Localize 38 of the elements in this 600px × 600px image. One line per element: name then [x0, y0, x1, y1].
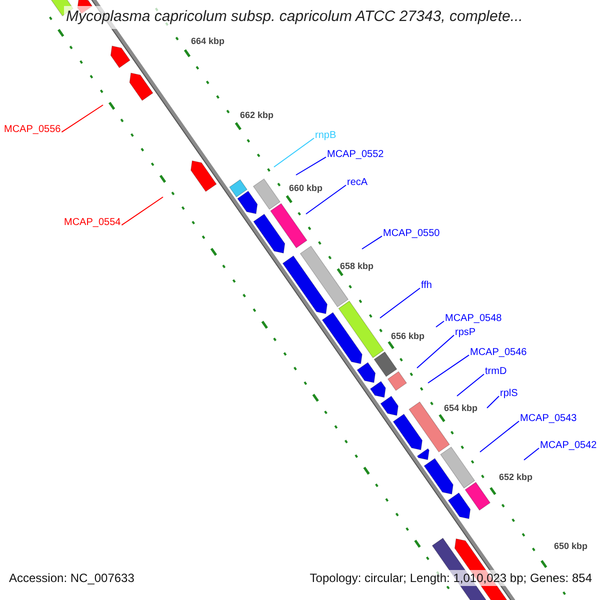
gene-label: MCAP_0548 — [445, 312, 502, 325]
leader-line — [362, 236, 382, 250]
tick-label: 656 kbp — [391, 331, 425, 342]
tick-label: 654 kbp — [444, 403, 478, 414]
leader-line — [61, 104, 104, 133]
leader-line — [306, 184, 346, 214]
gene-label: MCAP_0542 — [540, 439, 597, 452]
gene-label: trmD — [485, 365, 507, 378]
leader-line — [416, 334, 454, 368]
gene-label: ffh — [421, 279, 432, 292]
gene-label: MCAP_0552 — [327, 148, 384, 161]
gene-label: rplS — [500, 387, 518, 400]
gene-label: MCAP_0556 — [4, 123, 61, 136]
leader-line — [121, 196, 164, 226]
gene-label: MCAP_0550 — [383, 227, 440, 240]
leader-line — [486, 396, 500, 408]
gene-label: recA — [347, 176, 368, 189]
gene-label: MCAP_0543 — [520, 412, 577, 425]
leader-line — [456, 374, 484, 396]
gene-label: rpsP — [455, 326, 476, 339]
tick-label: 664 kbp — [191, 36, 225, 47]
leader-line — [274, 138, 314, 168]
leader-line — [428, 354, 470, 384]
tick-label: 658 kbp — [340, 261, 374, 272]
gene-label: rnpB — [315, 129, 336, 142]
leader-line — [480, 420, 520, 452]
leader-line — [296, 156, 326, 176]
gene-label: MCAP_0554 — [64, 216, 121, 229]
tick-label: 650 kbp — [554, 541, 588, 552]
accession-text: Accession: NC_007633 — [8, 570, 136, 586]
leader-line — [380, 288, 420, 318]
tick-label: 660 kbp — [289, 183, 323, 194]
genome-summary-text: Topology: circular; Length: 1,010,023 bp; Genes: 854 — [308, 570, 593, 586]
leader-line — [524, 448, 540, 460]
tick-label: 662 kbp — [240, 110, 274, 121]
gene-label: MCAP_0546 — [470, 346, 527, 359]
leader-line — [436, 320, 444, 328]
tick-label: 652 kbp — [499, 472, 533, 483]
